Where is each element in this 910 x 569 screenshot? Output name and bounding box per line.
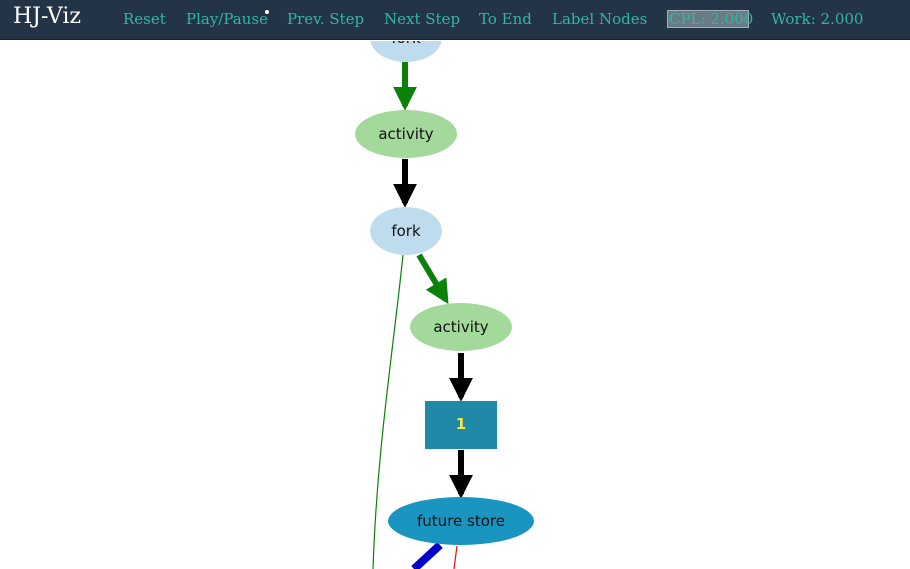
node-label: activity xyxy=(433,318,488,336)
play-pause-button[interactable]: Play/Pause xyxy=(186,10,268,28)
edge-thin-red xyxy=(453,545,458,569)
work-readout: Work: 2.000 xyxy=(771,10,864,28)
edge-spawn xyxy=(416,253,449,305)
node-label: fork xyxy=(391,222,421,240)
graph-canvas[interactable]: fork activity fork activity 1 future sto… xyxy=(0,41,910,569)
graph-node-rect[interactable]: 1 xyxy=(425,401,497,449)
prev-step-button[interactable]: Prev. Step xyxy=(287,10,365,28)
app-title[interactable]: HJ-Viz xyxy=(13,4,81,29)
edge-thin-green xyxy=(372,254,404,569)
cursor-dot xyxy=(265,10,269,14)
reset-button[interactable]: Reset xyxy=(123,10,166,28)
cpl-highlight xyxy=(667,10,749,28)
top-navbar: HJ-Viz Reset Play/Pause Prev. Step Next … xyxy=(0,0,910,40)
next-step-button[interactable]: Next Step xyxy=(384,10,461,28)
node-label: future store xyxy=(417,512,505,530)
graph-node-future-store[interactable]: future store xyxy=(388,497,534,545)
graph-node-activity[interactable]: activity xyxy=(355,110,457,158)
edge-thick-blue xyxy=(411,542,443,569)
cpl-readout: CPL: 2.000 xyxy=(669,10,754,28)
graph-node-fork[interactable]: fork xyxy=(370,41,442,62)
graph-node-activity[interactable]: activity xyxy=(410,303,512,351)
node-label: fork xyxy=(391,41,421,47)
to-end-button[interactable]: To End xyxy=(479,10,532,28)
label-nodes-button[interactable]: Label Nodes xyxy=(552,10,648,28)
node-label: 1 xyxy=(456,415,466,433)
node-label: activity xyxy=(378,125,433,143)
graph-node-fork[interactable]: fork xyxy=(370,207,442,255)
